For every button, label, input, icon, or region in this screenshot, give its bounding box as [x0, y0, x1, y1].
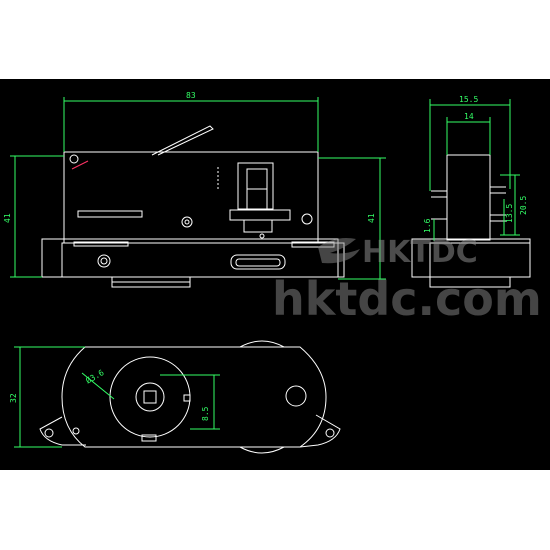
- front-slot-left: [77, 210, 143, 218]
- bottom-view: [39, 340, 341, 454]
- dim-side-width-inner: 14: [464, 112, 474, 121]
- side-dimensions: [429, 99, 520, 241]
- front-mount-hole: [69, 154, 79, 164]
- bottom-hub: [135, 382, 165, 412]
- front-rect-slot: [230, 254, 286, 270]
- side-view: [411, 154, 531, 288]
- cad-drawing-panel: 83 41 41: [0, 79, 550, 470]
- dim-side-height-a: 20.5: [519, 196, 528, 215]
- front-screw-middle-inner: [184, 219, 190, 225]
- dim-side-height-b: 13.5: [505, 204, 514, 223]
- front-accent-mark: [71, 160, 89, 170]
- watermark-logo-text: HKTDC: [362, 235, 478, 270]
- front-terminal-block: [237, 162, 274, 210]
- front-lever: [151, 125, 214, 156]
- dim-front-width: 83: [186, 91, 196, 100]
- front-screw-middle: [181, 216, 193, 228]
- dim-bottom-height: 32: [9, 393, 18, 403]
- bottom-main-disc: [109, 356, 191, 438]
- front-dimensions: [10, 97, 386, 280]
- watermark-site-text: hktdc.com: [272, 272, 542, 326]
- watermark: HKTDC hktdc.com: [272, 235, 542, 326]
- dim-front-height-right: 41: [367, 213, 376, 223]
- bottom-left-tab: [39, 416, 86, 446]
- dim-front-height-left: 41: [3, 213, 12, 223]
- dim-side-height-c: 1.6: [423, 218, 432, 233]
- front-view: [41, 125, 345, 288]
- bottom-dimensions: [14, 346, 220, 448]
- front-terminal-flange: [229, 209, 291, 221]
- dim-bottom-offset: 8.5: [201, 406, 210, 421]
- dim-side-width-outer: 15.5: [459, 95, 478, 104]
- side-top-block: [446, 154, 491, 241]
- watermark-logo-mark: [318, 238, 360, 264]
- front-screw-right: [301, 213, 313, 225]
- bottom-right-tab: [299, 414, 341, 448]
- front-base-screw: [97, 254, 111, 268]
- bottom-right-hole: [285, 385, 307, 407]
- cad-drawing: 83 41 41: [3, 91, 542, 454]
- front-body: [63, 151, 319, 244]
- side-foot: [429, 276, 511, 288]
